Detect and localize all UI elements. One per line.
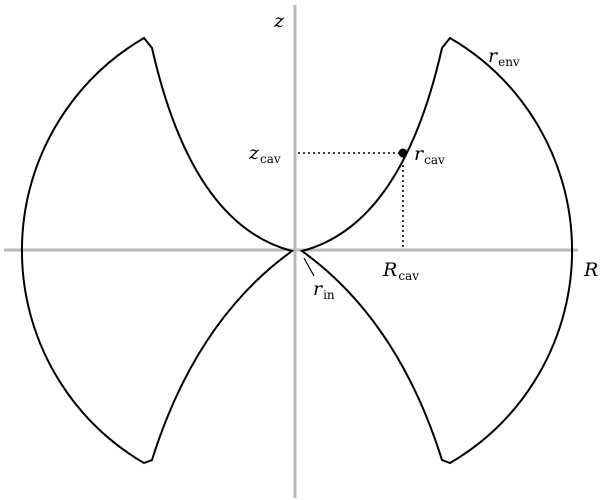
r-in-leader <box>303 257 315 277</box>
left-lobe-outline <box>20 36 295 465</box>
z-cav-symbol: z <box>248 142 260 164</box>
R-cav-subscript: cav <box>398 269 419 283</box>
r-in-label: rin <box>313 278 335 302</box>
r-cav-symbol: r <box>414 143 425 165</box>
cavity-point-marker <box>398 148 408 158</box>
r-cav-label: rcav <box>414 143 445 167</box>
right-lobe-outline <box>299 36 574 465</box>
r-in-symbol: r <box>313 278 324 300</box>
r-axis-label: R <box>583 259 598 281</box>
r-env-label: renv <box>488 45 520 69</box>
r-env-subscript: env <box>498 55 520 69</box>
z-cav-subscript: cav <box>260 152 281 166</box>
r-in-subscript: in <box>323 288 335 302</box>
r-cav-subscript: cav <box>424 153 445 167</box>
r-env-symbol: r <box>488 45 499 67</box>
z-cav-label: zcav <box>248 142 281 166</box>
R-cav-symbol: R <box>382 259 397 281</box>
z-axis-label: z <box>273 10 285 32</box>
R-cav-label: Rcav <box>382 259 419 283</box>
